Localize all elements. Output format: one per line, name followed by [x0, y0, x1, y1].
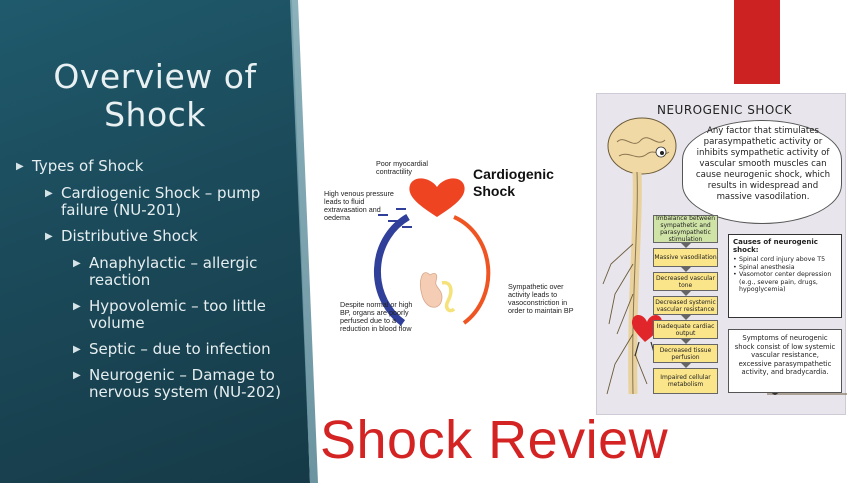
- adrenal-icon: [441, 280, 456, 313]
- cardiogenic-title: Cardiogenic Shock: [473, 166, 554, 199]
- label-poor-perfusion: Despite normal or high BP, organs are po…: [340, 300, 413, 333]
- bullet-item: ▶ Hypovolemic – too little volume: [73, 297, 289, 332]
- bullet-text: Types of Shock: [32, 157, 144, 175]
- bullet-text: Distributive Shock: [61, 227, 198, 245]
- causes-box: Causes of neurogenic shock: Spinal cord …: [728, 234, 842, 318]
- cause-item: Spinal anesthesia: [733, 264, 837, 272]
- bullet-arrow-icon: ▶: [73, 258, 81, 269]
- bullet-text: Hypovolemic – too little volume: [89, 297, 266, 332]
- bullet-arrow-icon: ▶: [45, 188, 53, 199]
- bullet-item: ▶ Types of Shock: [16, 157, 144, 175]
- venous-arc: [374, 213, 410, 326]
- bullet-item: ▶ Neurogenic – Damage to nervous system …: [73, 366, 299, 401]
- causes-title: Causes of neurogenic shock:: [733, 238, 818, 254]
- bullet-item: ▶ Anaphylactic – allergic reaction: [73, 254, 289, 289]
- arterial-arc: [453, 215, 491, 325]
- bullet-arrow-icon: ▶: [45, 231, 53, 242]
- neurogenic-illustration: [602, 117, 847, 395]
- label-poor-contractility: Poor myocardial contractility: [376, 159, 428, 176]
- bullet-arrow-icon: ▶: [73, 344, 81, 355]
- bullet-text: Cardiogenic Shock – pump failure (NU-201…: [61, 184, 261, 219]
- slide-left-panel: [0, 0, 310, 483]
- step-box: Imbalance between sympathetic and parasy…: [653, 215, 718, 243]
- step-box: Massive vasodilation: [653, 248, 718, 267]
- symptoms-box: Symptoms of neurogenic shock consist of …: [728, 329, 842, 393]
- step-box: Impaired cellular metabolism: [653, 368, 718, 394]
- slide-title: Overview of Shock: [53, 57, 257, 134]
- step-box: Decreased vascular tone: [653, 272, 718, 291]
- step-box: Decreased tissue perfusion: [653, 344, 718, 363]
- label-venous-pressure: High venous pressure leads to fluid extr…: [324, 189, 394, 222]
- bullet-item: ▶ Septic – due to infection: [73, 340, 299, 358]
- speech-bubble-text: Any factor that stimulates parasympathet…: [695, 126, 831, 202]
- cardiogenic-cycle-graphic: [374, 178, 491, 326]
- bullet-item: ▶ Distributive Shock: [45, 227, 198, 245]
- neurogenic-infographic: NEUROGENIC SHOCK Any factor that stimula…: [596, 93, 847, 415]
- bullet-text: Neurogenic – Damage to nervous system (N…: [89, 366, 281, 401]
- accent-red-bar: [734, 0, 780, 84]
- cause-item: Spinal cord injury above T5: [733, 256, 837, 264]
- nerve-branches: [602, 243, 648, 395]
- shock-review-banner: Shock Review: [320, 410, 669, 470]
- cause-item: Vasomotor center depression (e.g., sever…: [733, 271, 837, 294]
- cardiogenic-diagram: Poor myocardial contractility Cardiogeni…: [318, 155, 576, 350]
- bullet-arrow-icon: ▶: [73, 301, 81, 312]
- bullet-text: Anaphylactic – allergic reaction: [89, 254, 258, 289]
- bullet-text: Septic – due to infection: [89, 340, 271, 358]
- step-box: Inadequate cardiac output: [653, 320, 718, 339]
- speech-bubble: [682, 120, 842, 224]
- brain-icon: [607, 117, 677, 175]
- bullet-item: ▶ Cardiogenic Shock – pump failure (NU-2…: [45, 184, 286, 219]
- bullet-arrow-icon: ▶: [73, 370, 81, 381]
- bullet-arrow-icon: ▶: [16, 161, 24, 172]
- step-box: Decreased systemic vascular resistance: [653, 296, 718, 315]
- kidney-icon: [420, 272, 443, 308]
- label-sympathetic: Sympathetic over activity leads to vasoc…: [508, 282, 574, 315]
- oedema-marks: [378, 208, 412, 228]
- neurogenic-title: NEUROGENIC SHOCK: [657, 103, 793, 117]
- heart-icon: [409, 178, 465, 217]
